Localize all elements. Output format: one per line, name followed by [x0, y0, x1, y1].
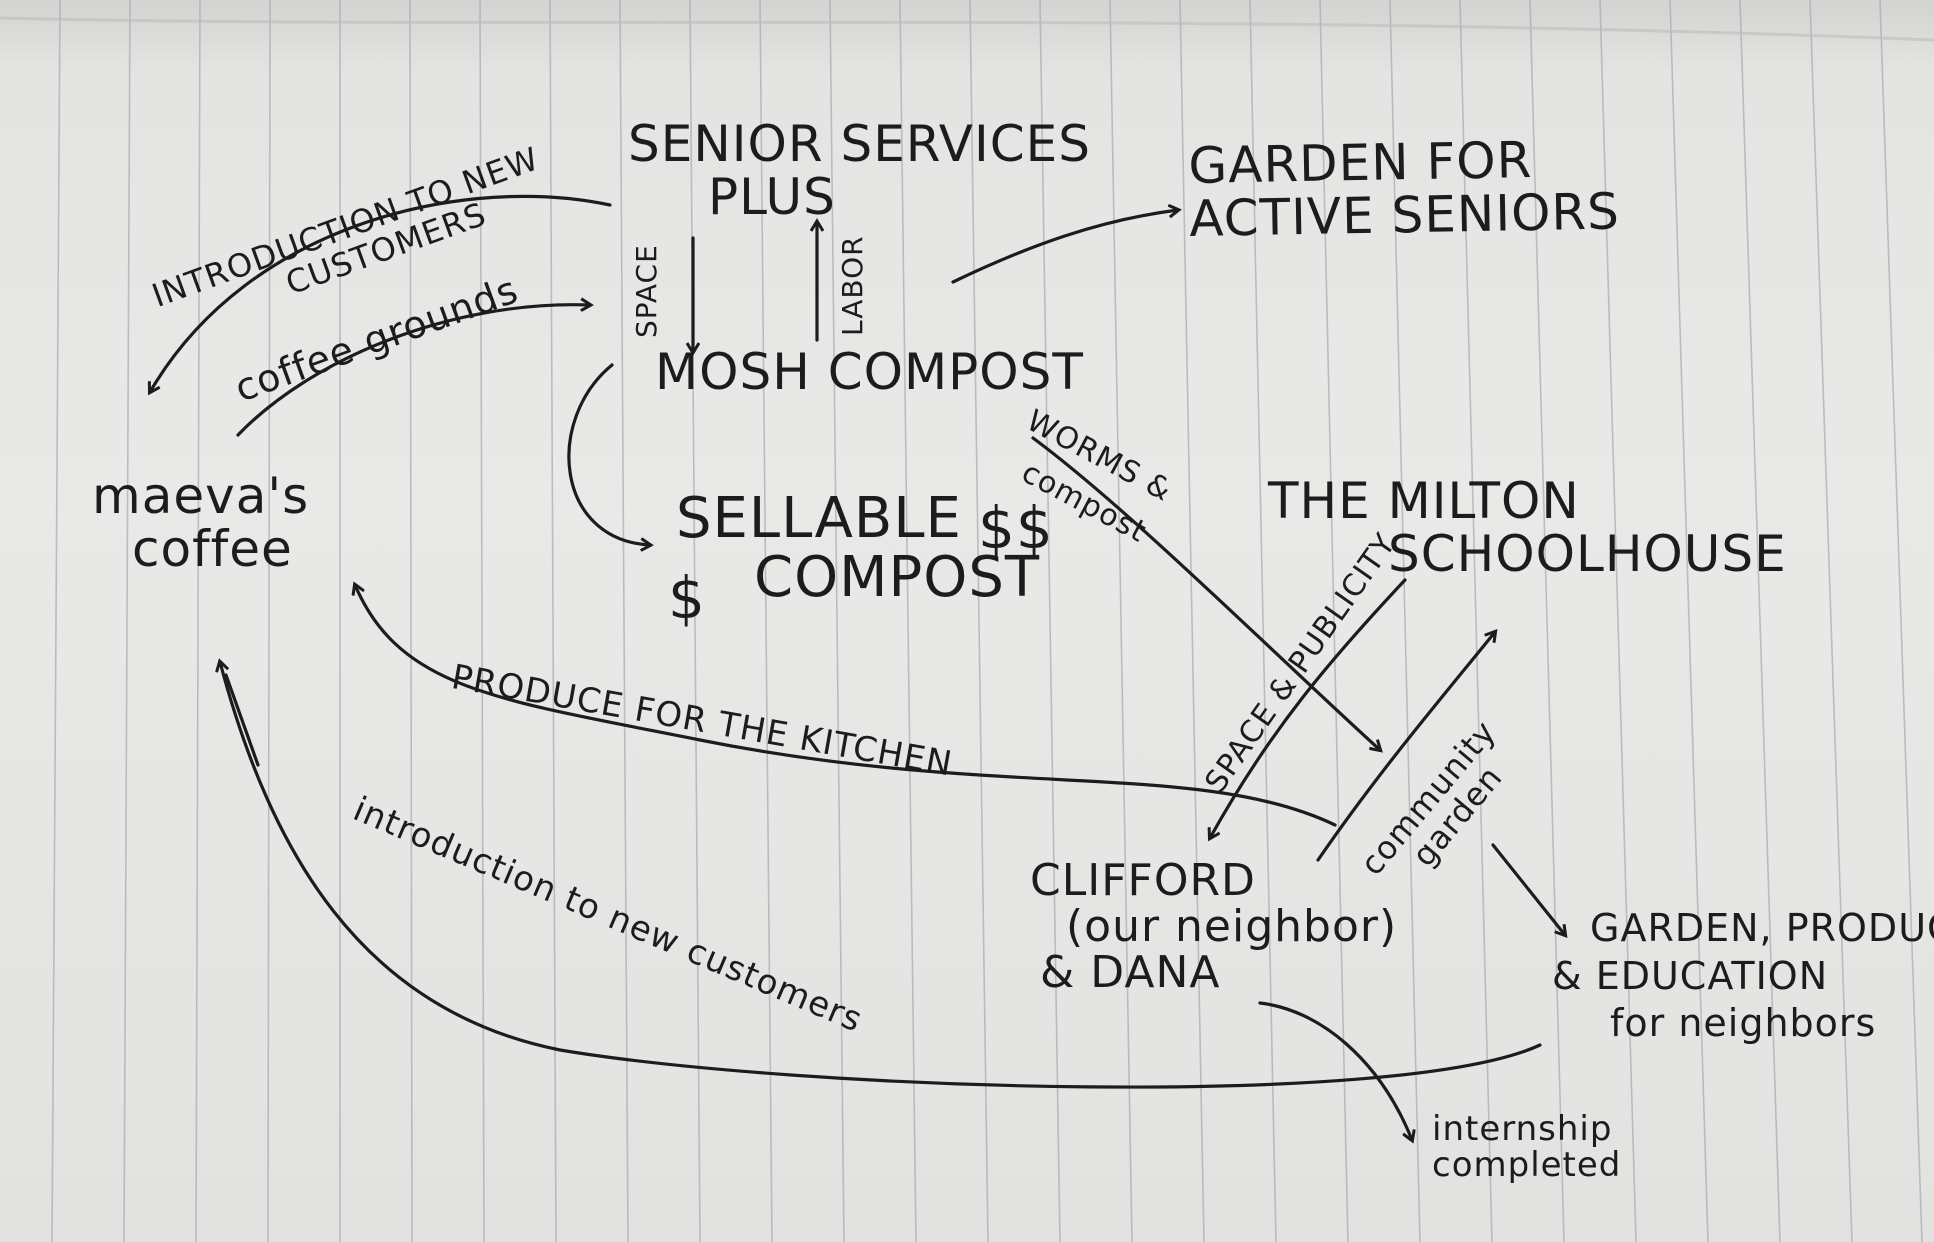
arrow-senior-to-coffee	[150, 194, 612, 392]
arrow-schoolhouse-to-coffee	[355, 585, 1337, 827]
edge-label-labor-text: LABOR	[836, 235, 869, 336]
node-garden-active-seniors-line2: ACTIVE SENIORS	[1188, 181, 1621, 248]
node-garden-produce-line3: for neighbors	[1610, 1001, 1877, 1045]
node-clifford-dana: CLIFFORD (our neighbor) & DANA	[1030, 855, 1398, 999]
arrow-neighbors-to-coffee-head-start	[224, 673, 260, 767]
node-maevas-coffee-line2: coffee	[132, 519, 293, 578]
node-maevas-coffee: maeva's coffee	[92, 470, 309, 575]
node-maevas-coffee-line1: maeva's	[92, 467, 310, 525]
node-internship-line2: completed	[1432, 1144, 1622, 1185]
arrow-mosh-to-schoolhouse	[1031, 436, 1380, 750]
node-clifford-line3: & DANA	[1040, 947, 1221, 999]
node-garden-produce-education: GARDEN, PRODUCE, & EDUCATION for neighbo…	[1552, 905, 1934, 1048]
edge-label-dollar-left: $	[668, 568, 706, 629]
node-clifford-line1: CLIFFORD	[1030, 855, 1256, 906]
edge-label-space: SPACE	[630, 244, 663, 338]
node-internship-completed: internship completed	[1432, 1109, 1622, 1185]
arrow-neighbors-to-coffee	[220, 662, 1542, 1089]
edge-label-dollar-left-text: $	[668, 564, 706, 632]
node-clifford-line2: (our neighbor)	[1066, 901, 1398, 953]
node-mosh-compost-text: MOSH COMPOST	[655, 343, 1084, 401]
node-sellable-compost: SELLABLE COMPOST	[676, 486, 1041, 610]
node-garden-active-seniors: GARDEN FOR ACTIVE SENIORS	[1188, 131, 1621, 248]
node-sellable-compost-line2: COMPOST	[754, 544, 1041, 610]
node-internship-line1: internship	[1432, 1109, 1613, 1149]
node-garden-produce-line2: & EDUCATION	[1552, 953, 1829, 998]
arrow-mosh-to-sellable	[567, 363, 650, 545]
node-milton-schoolhouse-line1: THE MILTON	[1268, 472, 1580, 530]
node-sellable-compost-line1: SELLABLE	[676, 486, 962, 551]
edge-label-labor: LABOR	[836, 235, 869, 336]
edge-label-dollar-right: $$	[978, 498, 1054, 559]
edge-label-space-text: SPACE	[630, 244, 663, 338]
node-senior-services: SENIOR SERVICES PLUS	[628, 118, 1091, 223]
arrow-mosh-to-garden	[951, 210, 1178, 284]
edge-label-dollar-right-text: $$	[978, 494, 1054, 562]
arrow-dana-to-internship	[1258, 1001, 1412, 1140]
arrow-garden-to-produce	[1491, 843, 1565, 935]
arrow-clifford-to-schoolhouse	[1316, 632, 1495, 862]
arrow-coffee-to-mosh	[236, 305, 590, 437]
node-senior-services-line1: SENIOR SERVICES	[628, 115, 1091, 173]
node-milton-schoolhouse: THE MILTON SCHOOLHOUSE	[1268, 475, 1787, 580]
node-milton-schoolhouse-line2: SCHOOLHOUSE	[1388, 524, 1787, 583]
node-senior-services-line2: PLUS	[708, 167, 836, 226]
arrow-schoolhouse-to-clifford	[1210, 578, 1407, 838]
node-garden-produce-line1: GARDEN, PRODUCE,	[1590, 906, 1934, 950]
node-mosh-compost: MOSH COMPOST	[655, 346, 1084, 399]
